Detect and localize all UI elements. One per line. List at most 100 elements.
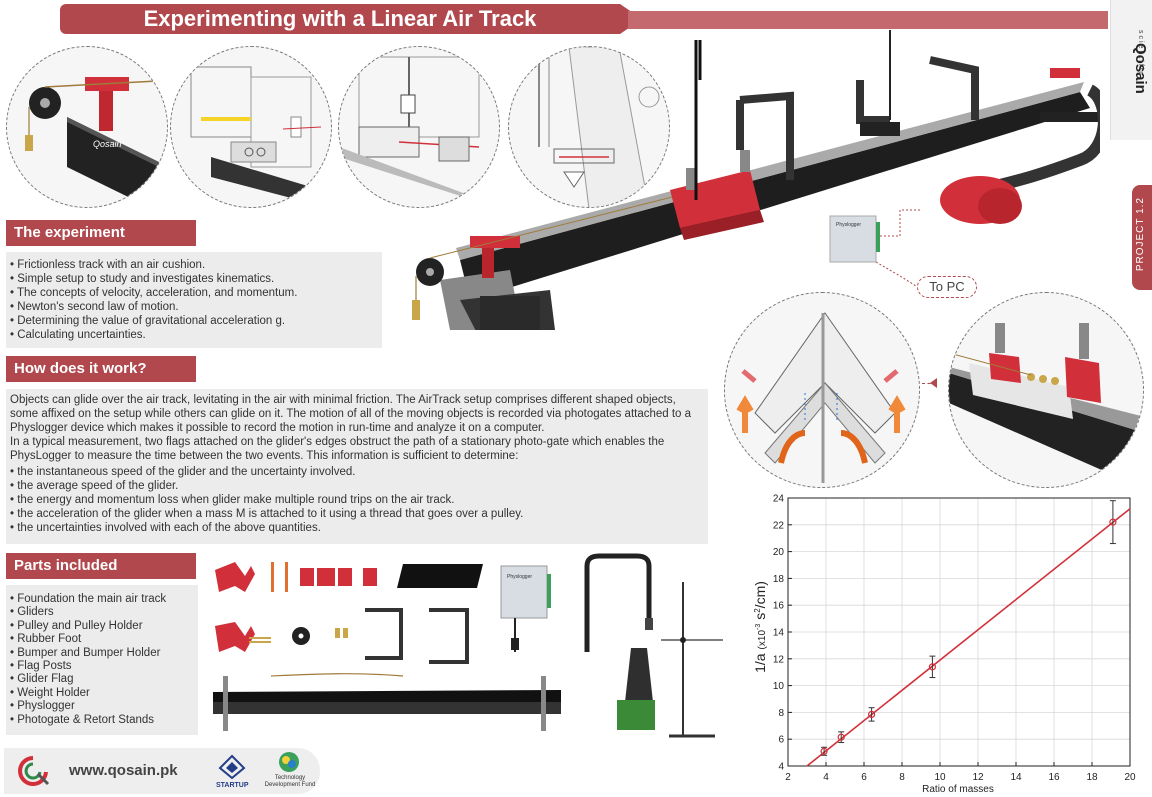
how-item: the instantaneous speed of the glider an…	[10, 465, 704, 479]
data-point	[1109, 518, 1117, 526]
experiment-item: Newton's second law of motion.	[10, 300, 378, 314]
x-tick-label: 6	[861, 772, 867, 783]
y-tick-label: 18	[773, 574, 785, 585]
y-tick-label: 8	[778, 708, 784, 719]
y-tick-label: 14	[773, 628, 785, 639]
how-box: Objects can glide over the air track, le…	[6, 389, 708, 544]
y-label-exp2: 2	[753, 608, 762, 613]
experiment-box: Frictionless track with an air cushion. …	[6, 252, 382, 348]
parts-item: Bumper and Bumper Holder	[10, 647, 194, 660]
experiment-header: The experiment	[6, 220, 196, 246]
x-tick-label: 2	[785, 772, 791, 783]
tdf-logo-icon	[279, 752, 299, 772]
x-tick-label: 18	[1086, 772, 1098, 783]
x-tick-label: 20	[1124, 772, 1136, 783]
title-banner: Experimenting with a Linear Air Track	[60, 4, 642, 34]
how-paragraph-2: In a typical measurement, two flags atta…	[10, 436, 665, 462]
brand-name: Qosain	[1132, 42, 1149, 94]
parts-item: Weight Holder	[10, 687, 194, 700]
fit-line	[806, 508, 1131, 767]
data-point	[868, 710, 876, 719]
parts-item: Flag Posts	[10, 660, 194, 673]
how-item: the average speed of the glider.	[10, 479, 704, 493]
experiment-item: Simple setup to study and investigates k…	[10, 272, 378, 286]
stand-illustration	[538, 47, 660, 207]
how-header: How does it work?	[6, 356, 196, 382]
title-banner-extension	[628, 11, 1108, 29]
parts-list: Foundation the main air track Gliders Pu…	[10, 593, 194, 727]
experiment-header-text: The experiment	[14, 224, 125, 241]
x-tick-label: 4	[823, 772, 829, 783]
physlogger-parts-label: Physlogger	[507, 574, 532, 580]
glider-closeup-illustration	[949, 323, 1143, 487]
plot-frame	[787, 497, 1131, 767]
y-label-s: s	[752, 613, 768, 620]
detail-circle-pulley: Qosain	[6, 46, 168, 208]
detail-circle-photogate	[338, 46, 500, 208]
detail-circle-stand	[508, 46, 670, 208]
pulley-illustration: Qosain	[25, 77, 167, 207]
air-track-illustration: Physlogger	[412, 30, 1100, 330]
experiment-item: Frictionless track with an air cushion.	[10, 258, 378, 272]
x-tick-label: 16	[1048, 772, 1060, 783]
project-tab-label: PROJECT 1.2	[1135, 197, 1146, 272]
parts-box: Foundation the main air track Gliders Pu…	[6, 585, 198, 735]
page-title: Experimenting with a Linear Air Track	[143, 6, 537, 31]
tdf-line1: Technology	[274, 775, 306, 781]
how-item: the energy and momentum loss when glider…	[10, 493, 704, 507]
photogate-illustration	[339, 56, 499, 207]
how-item: the acceleration of the glider when a ma…	[10, 507, 704, 521]
x-tick-label: 12	[972, 772, 984, 783]
y-tick-label: 6	[778, 735, 784, 746]
qosain-logo-icon	[18, 756, 50, 786]
brand-logo: Qosain scientific	[1110, 0, 1152, 140]
parts-item: Foundation the main air track	[10, 593, 194, 606]
y-tick-label: 22	[773, 520, 785, 531]
website-url[interactable]: www.qosain.pk	[69, 762, 178, 779]
parts-item: Physlogger	[10, 700, 194, 713]
connector-arrow	[930, 378, 937, 388]
connector-dash	[922, 383, 936, 385]
physlogger-box-label: Physlogger	[836, 222, 861, 228]
experiment-item: Determining the value of gravitational a…	[10, 314, 378, 328]
experiment-list: Frictionless track with an air cushion. …	[10, 258, 378, 342]
detail-circle-glider	[948, 292, 1144, 488]
x-tick-label: 14	[1010, 772, 1022, 783]
parts-item: Pulley and Pulley Holder	[10, 620, 194, 633]
parts-item: Glider Flag	[10, 673, 194, 686]
how-header-text: How does it work?	[14, 360, 147, 377]
y-tick-label: 10	[773, 681, 785, 692]
experiment-item: Calculating uncertainties.	[10, 328, 378, 342]
y-tick-label: 24	[773, 494, 785, 505]
detail-circle-cross-section	[724, 292, 920, 488]
how-list: the instantaneous speed of the glider an…	[10, 465, 704, 535]
chart-y-label: 1/a(x10-3s2/cm)	[752, 581, 768, 673]
x-tick-label: 10	[934, 772, 946, 783]
parts-item: Rubber Foot	[10, 633, 194, 646]
brand-sub: scientific	[1137, 30, 1144, 77]
parts-illustration: Physlogger	[213, 553, 723, 738]
parts-header: Parts included	[6, 553, 196, 579]
y-tick-label: 12	[773, 654, 785, 665]
y-label-units: (x10	[757, 630, 768, 650]
cross-section-illustration	[736, 312, 906, 483]
detail-circle-bumper	[170, 46, 332, 208]
x-tick-label: 8	[899, 772, 905, 783]
startup-logo-icon	[218, 754, 246, 780]
y-label-end: /cm)	[752, 581, 768, 608]
y-tick-label: 4	[778, 762, 784, 773]
parts-item: Photogate & Retort Stands	[10, 714, 194, 727]
parts-header-text: Parts included	[14, 557, 118, 574]
tdf-line2: Development Fund	[264, 782, 316, 788]
experiment-item: The concepts of velocity, acceleration, …	[10, 286, 378, 300]
how-item: the uncertainties involved with each of …	[10, 521, 704, 535]
y-label-exp1: -3	[755, 624, 762, 630]
y-tick-label: 20	[773, 547, 785, 558]
bumper-illustration	[190, 66, 331, 207]
to-pc-label: To PC	[917, 276, 977, 298]
data-point	[820, 747, 828, 755]
chart-x-label: Ratio of masses	[922, 784, 994, 793]
